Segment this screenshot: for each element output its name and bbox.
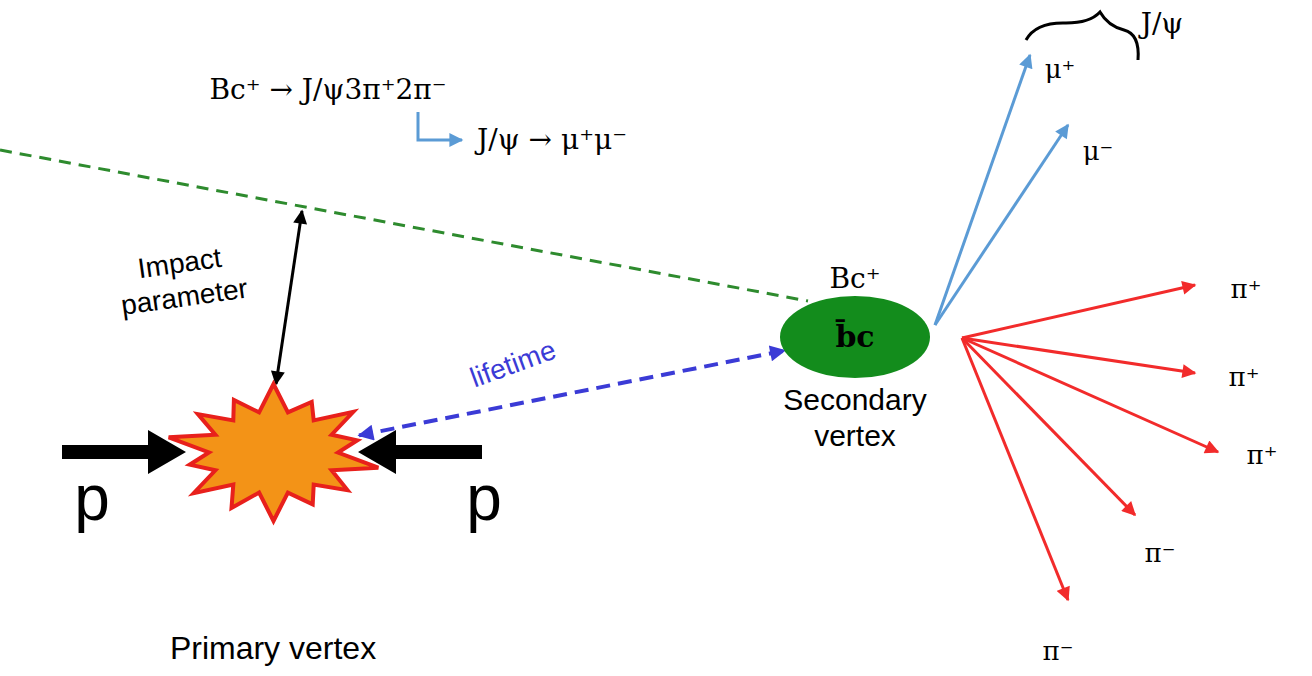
pion-track <box>962 285 1195 338</box>
pion-track <box>962 338 1195 373</box>
particle-label: μ⁺ <box>1045 54 1076 85</box>
muon-track <box>935 55 1030 325</box>
explosion-shape <box>161 380 386 525</box>
particle-label: π⁺ <box>1247 440 1278 471</box>
primary-vertex-node: Primary vertex <box>142 380 404 670</box>
vertex-ellipse <box>780 296 930 378</box>
decay-formula: Bc⁺ → J/ψ3π⁺2π⁻ <box>210 73 447 107</box>
particle-label: μ⁻ <box>1083 136 1114 167</box>
muon-track <box>935 125 1068 325</box>
pion-track <box>962 338 1068 600</box>
resonance-label: J/ψ <box>1141 7 1184 41</box>
decay-chain-arrow <box>418 112 462 140</box>
quark-content: b̄c <box>835 319 874 355</box>
decay-formula: J/ψ → μ⁺μ⁻ <box>477 123 627 157</box>
particle-label: π⁻ <box>1145 538 1176 569</box>
explosion-star <box>168 384 378 521</box>
pion-track <box>962 338 1135 515</box>
proton-label: p <box>466 460 502 537</box>
proton-label: p <box>74 460 110 537</box>
explosion-box <box>161 380 386 525</box>
impact-label: Impact parameter <box>93 235 271 325</box>
impact-parameter-arrow <box>276 211 302 384</box>
particle-label: π⁻ <box>1043 636 1074 667</box>
lifetime-arrow <box>359 351 785 436</box>
edge-label: lifetime <box>465 333 560 395</box>
particle-label: π⁺ <box>1231 274 1262 305</box>
pair-brace <box>1026 12 1138 60</box>
vertex-caption: Primary vertex <box>142 630 404 666</box>
meson-label: Bc⁺ <box>829 262 880 296</box>
particle-label: π⁺ <box>1229 362 1260 393</box>
vertex-ellipse-box: b̄c <box>780 296 930 378</box>
vertex-caption: Secondary vertex <box>770 382 940 454</box>
secondary-vertex-node: Bc⁺ b̄cSecondary vertex <box>760 262 950 454</box>
